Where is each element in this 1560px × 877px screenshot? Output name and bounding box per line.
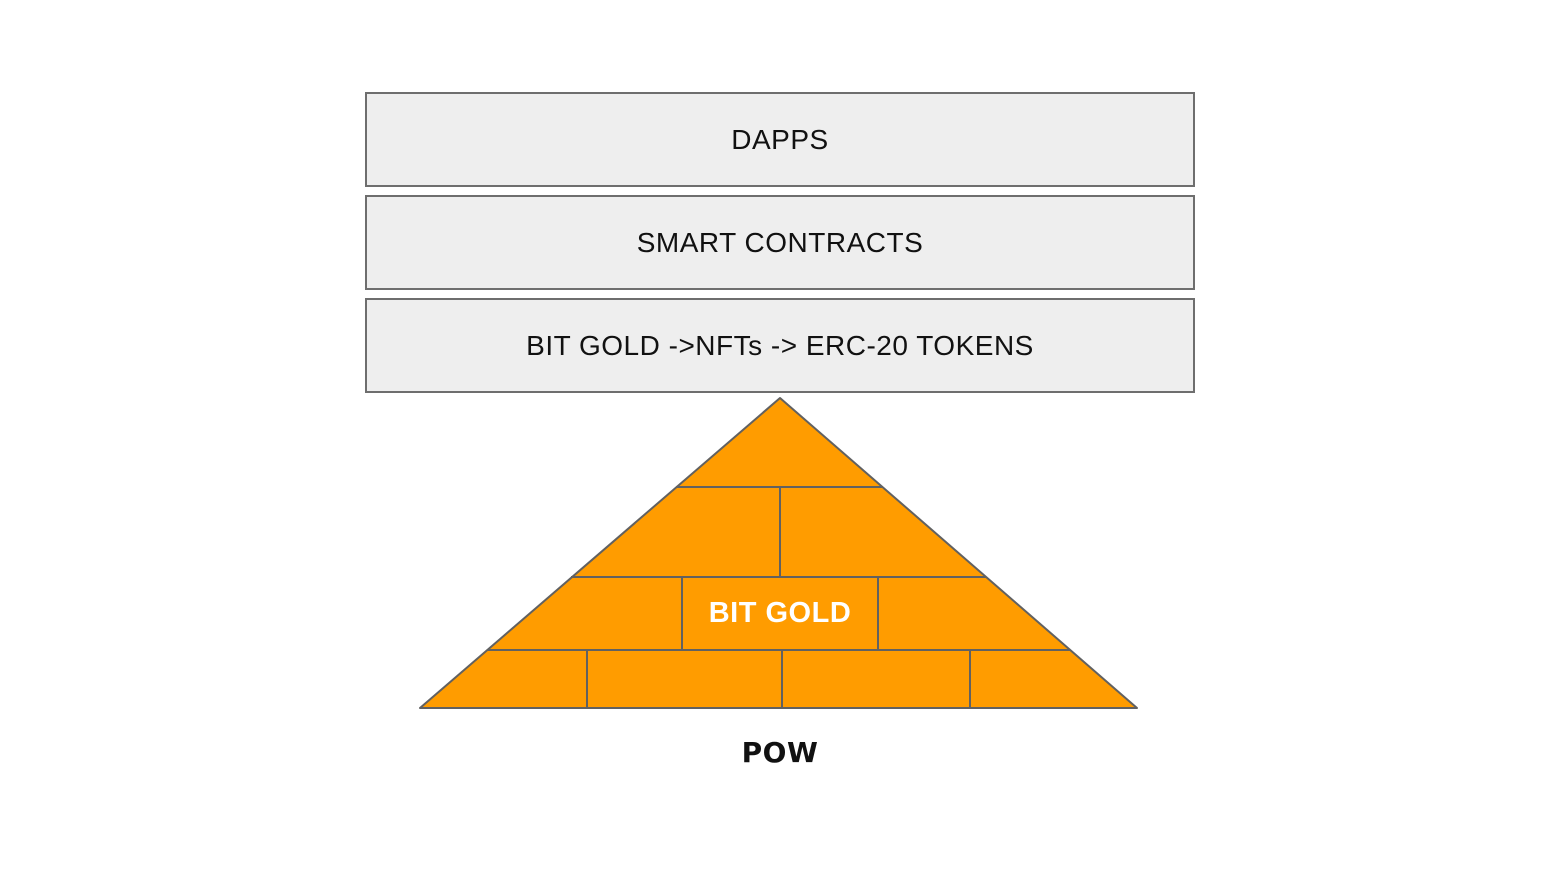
layer-box-smart-contracts: SMART CONTRACTS — [365, 195, 1195, 290]
pyramid-triangle — [419, 397, 1138, 709]
layer-label-dapps: DAPPS — [731, 123, 829, 155]
layer-label-bit-gold-tokens: BIT GOLD ->NFTs -> ERC-20 TOKENS — [526, 329, 1034, 361]
pyramid-center-brick-label: BIT GOLD — [708, 597, 852, 629]
layer-box-bit-gold-tokens: BIT GOLD ->NFTs -> ERC-20 TOKENS — [365, 298, 1195, 393]
pow-caption: POW — [741, 736, 819, 769]
layer-label-smart-contracts: SMART CONTRACTS — [636, 226, 924, 258]
layer-box-dapps: DAPPS — [365, 92, 1195, 187]
